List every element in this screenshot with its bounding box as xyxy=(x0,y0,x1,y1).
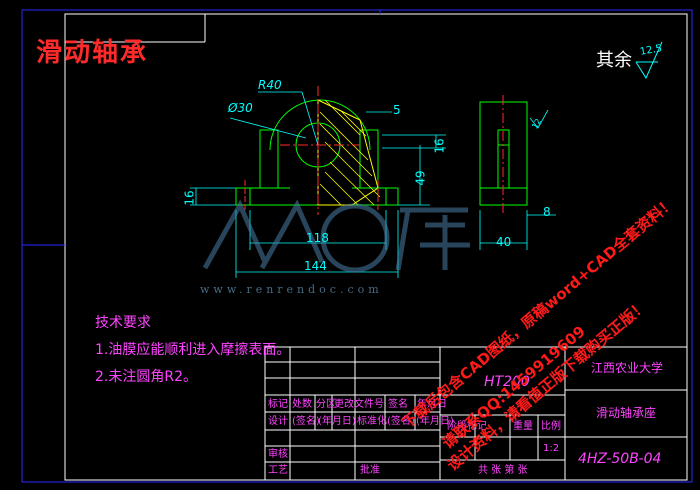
tech-requirement-2: 2.未注圆角R2。 xyxy=(95,369,197,385)
tb-label-standard: 标准化 xyxy=(357,416,387,427)
inner-frame xyxy=(64,13,688,481)
dim-d30: Ø30 xyxy=(228,101,253,115)
tb-drawing-name: 滑动轴承座 xyxy=(596,406,657,420)
tb-label-change-doc: 更改文件号 xyxy=(334,399,384,410)
tb-label-std-sign: (签名) xyxy=(387,416,415,427)
dim-144: 144 xyxy=(304,259,327,273)
side-view xyxy=(479,95,556,250)
tech-requirements-heading: 技术要求 xyxy=(95,315,151,331)
part-name-title: 滑动轴承 xyxy=(36,38,149,68)
tb-label-sheets: 共 张 第 张 xyxy=(478,465,528,476)
housing-arc xyxy=(269,99,371,151)
tb-school: 江西农业大学 xyxy=(591,361,664,375)
dim-118: 118 xyxy=(306,231,329,245)
base-outline xyxy=(235,188,399,206)
tb-label-count: 处数 xyxy=(292,399,312,410)
roughness-label: 其余 xyxy=(596,50,632,71)
tb-scale-value: 1:2 xyxy=(543,443,560,454)
title-block-grid xyxy=(264,346,688,481)
tb-material: HT200 xyxy=(484,374,530,390)
tb-label-std-date: (年月日) xyxy=(416,416,454,427)
tb-label-design-date: (年月日) xyxy=(318,416,356,427)
hatch-lines xyxy=(319,99,381,206)
tb-label-zone: 分区 xyxy=(316,399,336,410)
tb-label-weight: 重量 xyxy=(513,421,533,432)
dim-40: 40 xyxy=(496,235,512,249)
tb-label-design: 设计 xyxy=(268,416,288,427)
tb-label-review: 审核 xyxy=(268,449,288,460)
tb-label-design-sign: (签名) xyxy=(292,416,320,427)
tb-label-date: 年月日 xyxy=(417,399,447,410)
tech-requirement-1: 1.油膜应能顺利进入摩擦表面。 xyxy=(95,342,291,358)
tb-label-sign: 签名 xyxy=(388,399,408,410)
watermark-logo xyxy=(202,199,470,273)
dim-r40: R40 xyxy=(258,78,282,92)
tb-label-process: 工艺 xyxy=(268,465,288,476)
dim-16-right: 16 xyxy=(432,138,447,154)
tb-drawing-number: 4HZ-50B-04 xyxy=(578,451,662,467)
roughness-symbol xyxy=(635,41,663,80)
outer-border xyxy=(21,9,693,483)
tb-label-mark: 标记 xyxy=(268,399,288,410)
tb-label-stage: 阶段标记 xyxy=(447,421,487,432)
dim-5: 5 xyxy=(393,103,401,117)
tb-label-approve: 批准 xyxy=(360,465,380,476)
watermark-site-url: www.renrendoc.com xyxy=(200,283,383,296)
dim-49: 49 xyxy=(413,170,428,186)
dim-16-left: 16 xyxy=(182,190,197,206)
tb-label-scale: 比例 xyxy=(541,421,561,432)
dim-8: 8 xyxy=(543,205,551,219)
